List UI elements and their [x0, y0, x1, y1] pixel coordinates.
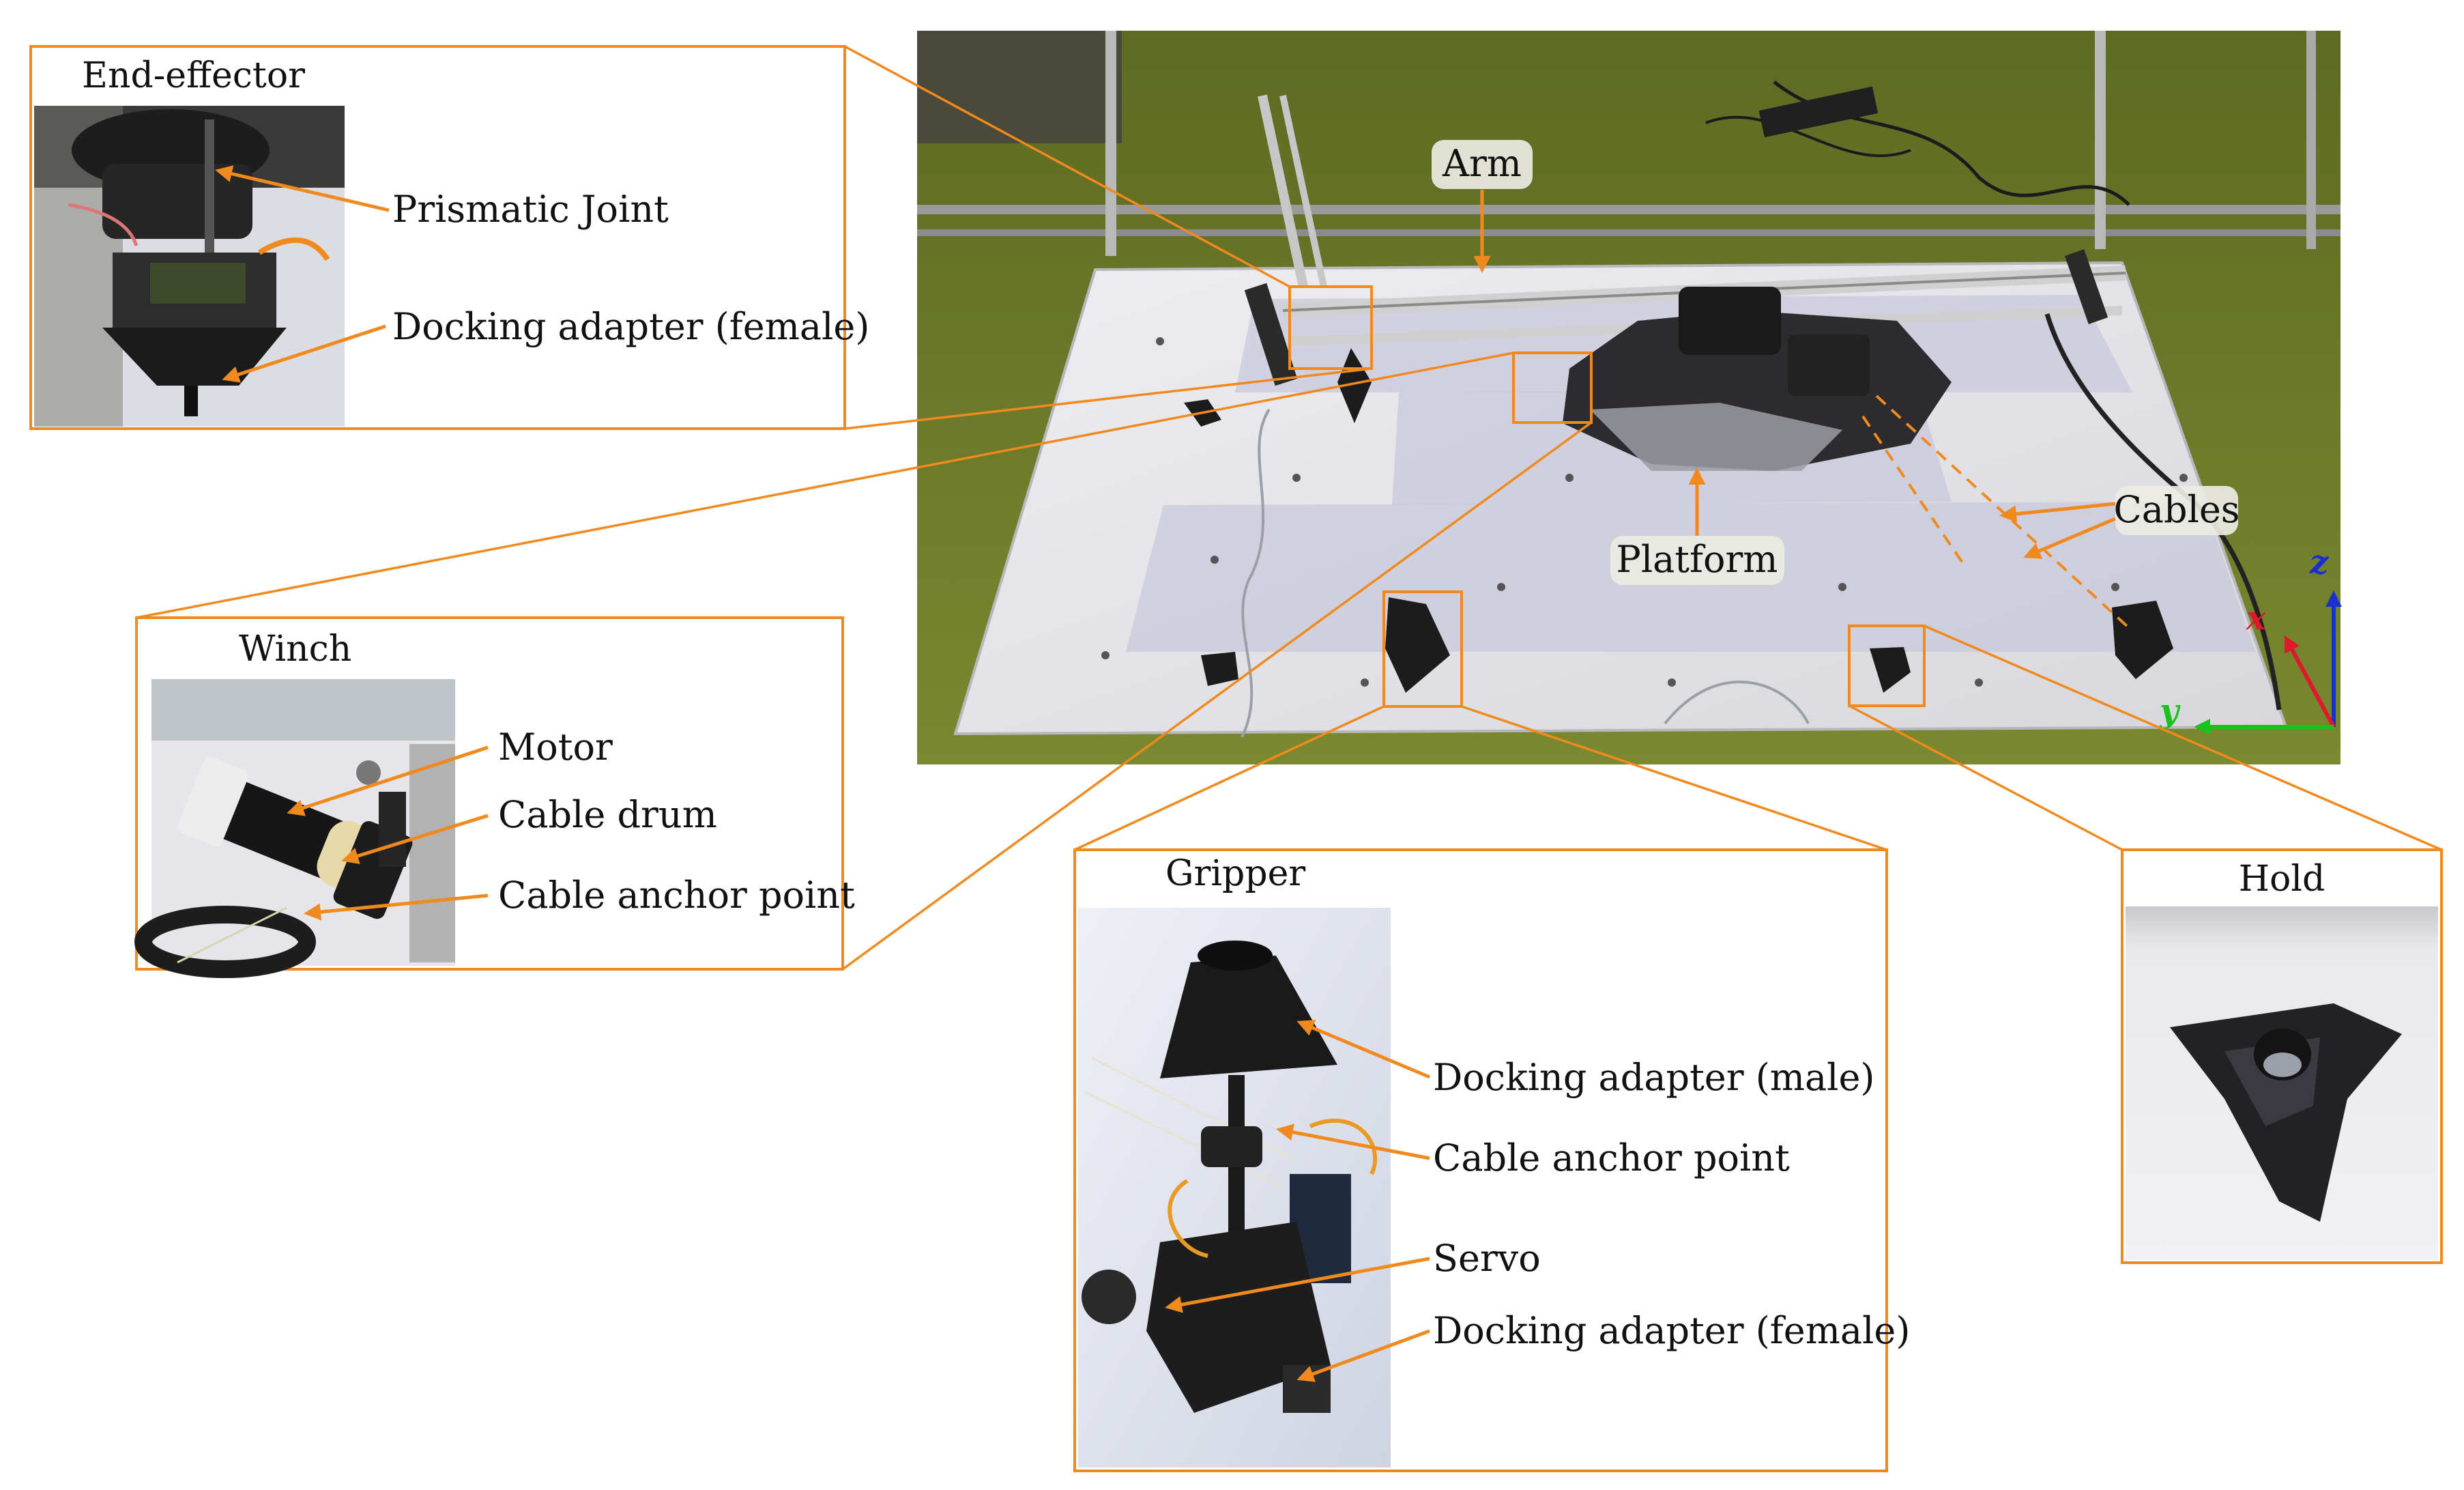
- servo-label: Servo: [1433, 1237, 1541, 1280]
- end-effector-photo: [34, 106, 345, 427]
- arm-callout: Arm: [1432, 140, 1533, 273]
- platform-label: Platform: [1616, 538, 1778, 581]
- end-effector-docking-adapter-female-label: Docking adapter (female): [392, 305, 869, 348]
- hold-title: Hold: [2239, 859, 2325, 900]
- winch-highlight: [1512, 352, 1593, 424]
- hold-highlight: [1848, 625, 1926, 707]
- main-photo: z x y: [917, 31, 2342, 764]
- motor-label: Motor: [498, 726, 613, 769]
- gripper-title: Gripper: [1165, 853, 1305, 894]
- docking-adapter-male-label: Docking adapter (male): [1433, 1056, 1874, 1099]
- platform-callout: Platform: [1610, 468, 1784, 585]
- cable-drum-label: Cable drum: [498, 793, 717, 836]
- winch-photo: [134, 679, 455, 978]
- gripper-photo: [1078, 908, 1391, 1467]
- hold-photo: [2126, 906, 2438, 1260]
- end-effector-title: End-effector: [82, 55, 305, 96]
- arm-label: Arm: [1442, 142, 1522, 185]
- connector-lines: [136, 45, 2442, 971]
- prismatic-joint-label: Prismatic Joint: [392, 188, 669, 231]
- x-axis-label: x: [2246, 599, 2267, 637]
- x-axis-arrow: [2284, 635, 2336, 728]
- gripper-highlight: [1382, 590, 1463, 708]
- gripper-inset: Gripper Docking adapter (male) Cable anc…: [1073, 848, 1910, 1472]
- gripper-cable-anchor-point-label: Cable anchor point: [1433, 1136, 1790, 1179]
- z-axis-label: z: [2309, 543, 2330, 582]
- hold-inset: Hold: [2121, 848, 2443, 1264]
- cables-label: Cables: [2113, 488, 2240, 531]
- winch-title: Winch: [239, 629, 351, 670]
- end-effector-inset: End-effector Prismatic Joint Docking ada…: [29, 45, 869, 430]
- y-axis-label: y: [2159, 692, 2181, 730]
- cables-callout: Cables: [1861, 395, 2240, 629]
- gripper-docking-adapter-female-label: Docking adapter (female): [1433, 1309, 1910, 1352]
- winch-inset: Winch Motor Cable drum Cable anchor poin…: [134, 616, 855, 978]
- winch-cable-anchor-point-label: Cable anchor point: [498, 874, 855, 917]
- end-effector-highlight: [1288, 285, 1373, 370]
